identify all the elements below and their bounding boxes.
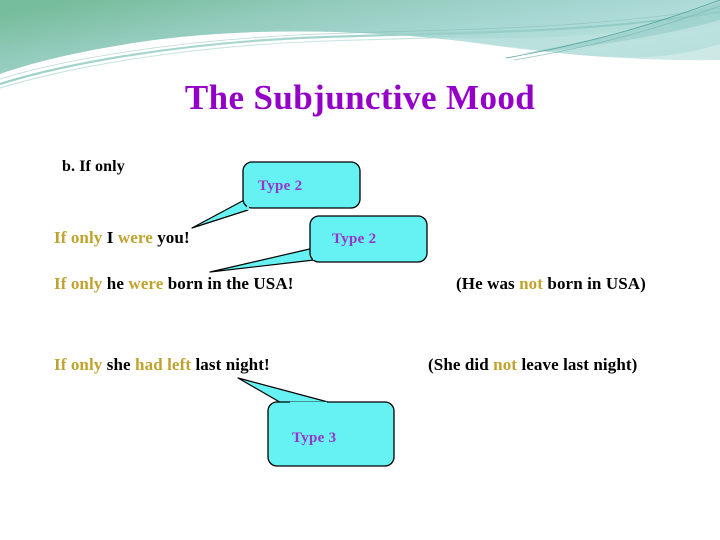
gloss-3-part-1: (She did — [428, 355, 494, 374]
sentence-2-part-1: If only — [54, 274, 107, 293]
gloss-3-part-2: not — [493, 355, 522, 374]
sentence-if-only-he-were-born: If only he were born in the USA! — [54, 274, 294, 294]
sentence-3-part-1: If only — [54, 355, 107, 374]
sentence-3-part-4: last night! — [195, 355, 270, 374]
sentence-2-part-2: he — [106, 274, 129, 293]
gloss-3-part-3: leave last night) — [521, 355, 638, 374]
callout-bubble-shape — [209, 215, 428, 273]
item-label: b. If only — [62, 158, 125, 175]
sentence-if-only-she-had-left: If only she had left last night! — [54, 355, 270, 375]
sentence-1-part-1: If only — [54, 228, 107, 247]
page-title: The Subjunctive Mood — [184, 78, 536, 117]
gloss-he-was-not-born: (He was not born in USA) — [456, 274, 646, 294]
callout-type3-label: Type 3 — [292, 430, 337, 446]
gloss-2-part-3: born in USA) — [547, 274, 646, 293]
callout-bubble-shape — [237, 377, 395, 467]
callout-type2-second[interactable]: Type 2 — [206, 212, 434, 278]
sentence-if-only-i-were-you: If only I were you! — [54, 228, 190, 248]
sentence-3-part-3: had left — [135, 355, 196, 374]
callout-type2-first-label: Type 2 — [258, 178, 303, 194]
callout-bubble-shape — [191, 161, 361, 229]
sentence-1-part-2: I — [106, 228, 118, 247]
sentence-1-part-4: you! — [157, 228, 190, 247]
callout-type2-first[interactable]: Type 2 — [186, 158, 376, 236]
sentence-2-part-3: were — [128, 274, 168, 293]
gloss-2-part-1: (He was — [456, 274, 520, 293]
gloss-she-did-not-leave: (She did not leave last night) — [428, 355, 637, 375]
callout-type2-second-label: Type 2 — [332, 231, 377, 247]
sentence-1-part-3: were — [117, 228, 158, 247]
sentence-2-part-4: born in the USA! — [167, 274, 294, 293]
sentence-3-part-2: she — [106, 355, 136, 374]
callout-type3[interactable]: Type 3 — [234, 372, 414, 474]
gloss-2-part-2: not — [519, 274, 548, 293]
